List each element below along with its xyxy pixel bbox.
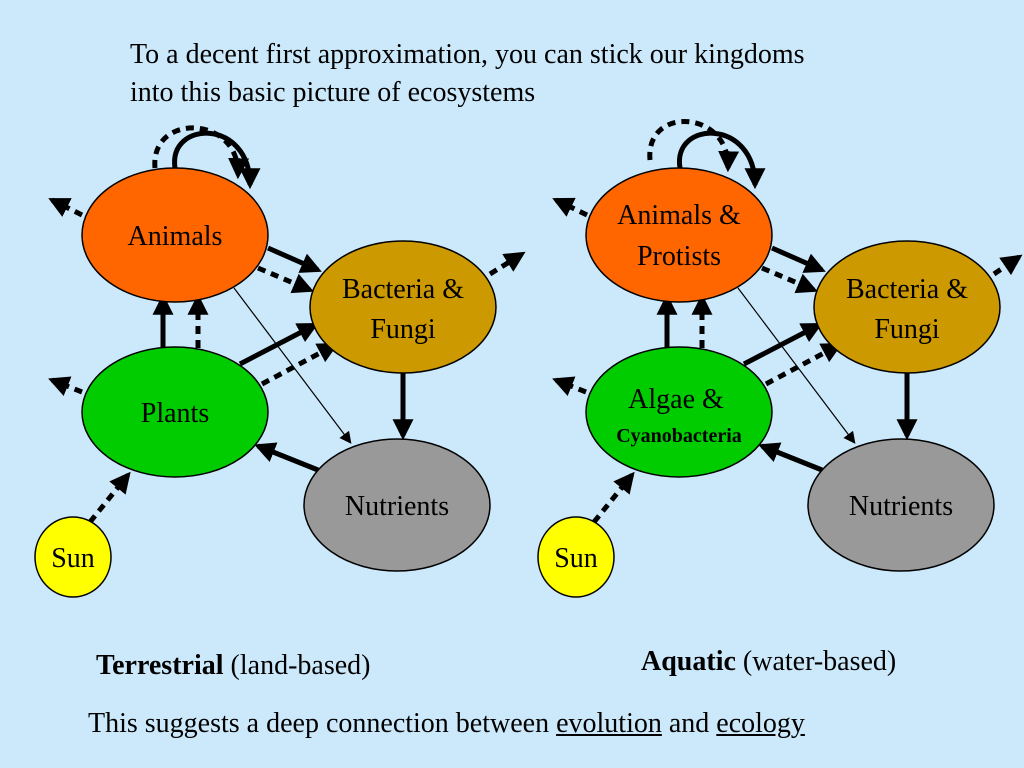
terrestrial-decomposer-label-line2: Fungi — [370, 314, 436, 345]
terrestrial-nutrients-node: Nutrients — [303, 438, 491, 572]
intro-text: To a decent first approximation, you can… — [130, 36, 990, 112]
terrestrial-animals-self-loop-dashed — [152, 125, 250, 180]
aquatic-sun-node: Sun — [537, 516, 615, 598]
terrestrial-arrows — [48, 125, 526, 524]
terrestrial-panel: Animals Bacteria & Fungi Plants Nutrient… — [34, 125, 526, 598]
footer-link-evolution[interactable]: evolution — [556, 708, 662, 739]
aquatic-algae-label-line1: Algae & — [628, 384, 724, 415]
aquatic-algae-node: Algae & Cyanobacteria — [585, 346, 773, 478]
terrestrial-animals-to-nutrients-thin — [233, 287, 352, 444]
terrestrial-plants-to-decomposer-dashed — [260, 342, 339, 387]
aquatic-algae-to-decomposer-dashed — [764, 342, 843, 387]
terrestrial-caption-bold: Terrestrial — [96, 650, 224, 681]
terrestrial-caption: Terrestrial (land-based) — [96, 650, 370, 682]
aquatic-nutrients-label: Nutrients — [849, 491, 953, 522]
aquatic-sun-to-algae — [592, 471, 635, 524]
aquatic-animals-label-line2: Protists — [637, 241, 721, 272]
aquatic-animals-heat-arrow — [552, 197, 589, 218]
aquatic-animals-to-nutrients-thin — [737, 287, 856, 444]
aquatic-panel: Animals & Protists Bacteria & Fungi Alga… — [537, 118, 1023, 598]
terrestrial-animals-to-decomposer-dashed — [257, 265, 314, 294]
terrestrial-sun-node: Sun — [34, 516, 112, 598]
terrestrial-nutrients-label: Nutrients — [345, 491, 449, 522]
terrestrial-animals-to-decomposer-solid — [266, 245, 322, 273]
aquatic-caption-bold: Aquatic — [641, 646, 736, 677]
terrestrial-plants-node: Plants — [81, 346, 269, 478]
aquatic-algae-label-line2: Cyanobacteria — [616, 425, 742, 447]
terrestrial-animals-label: Animals — [128, 221, 223, 252]
aquatic-arrows — [552, 118, 1023, 524]
aquatic-caption-rest: (water-based) — [735, 646, 897, 677]
terrestrial-animals-heat-arrow — [48, 197, 84, 218]
terrestrial-plants-label: Plants — [141, 398, 209, 429]
terrestrial-animals-node: Animals — [81, 167, 269, 303]
footer-text: This suggests a deep connection between … — [88, 708, 805, 740]
terrestrial-plants-heat-arrow — [48, 376, 83, 396]
footer-mid: and — [661, 708, 717, 739]
aquatic-animals-self-loop-dashed — [647, 118, 740, 173]
aquatic-nutrients-node: Nutrients — [807, 438, 995, 572]
aquatic-animals-to-decomposer-dashed — [761, 265, 818, 294]
terrestrial-nutrients-to-plants — [254, 442, 319, 473]
aquatic-animals-to-decomposer-solid — [770, 245, 826, 273]
footer-prefix: This suggests a deep connection between — [88, 708, 557, 739]
aquatic-decomposer-heat-arrow — [992, 254, 1023, 277]
aquatic-decomposer-label-line1: Bacteria & — [846, 274, 968, 305]
terrestrial-plants-to-decomposer-solid — [238, 322, 319, 367]
aquatic-nutrients-to-algae — [758, 442, 823, 473]
aquatic-algae-to-decomposer-solid — [742, 322, 823, 367]
terrestrial-decomposer-heat-arrow — [488, 251, 526, 277]
aquatic-caption: Aquatic (water-based) — [641, 646, 896, 678]
aquatic-decomposer-node: Bacteria & Fungi — [813, 240, 1001, 374]
terrestrial-sun-to-plants — [88, 471, 131, 524]
footer-link-ecology[interactable]: ecology — [716, 708, 805, 739]
aquatic-decomposer-label-line2: Fungi — [874, 314, 940, 345]
aquatic-animals-node: Animals & Protists — [585, 167, 773, 303]
terrestrial-decomposer-node: Bacteria & Fungi — [309, 240, 497, 374]
intro-line-2: into this basic picture of ecosystems — [130, 77, 536, 108]
aquatic-animals-self-loop-solid — [677, 130, 766, 190]
aquatic-algae-heat-arrow — [552, 376, 587, 396]
terrestrial-caption-rest: (land-based) — [223, 650, 371, 681]
intro-line-1: To a decent first approximation, you can… — [130, 39, 805, 70]
terrestrial-sun-label: Sun — [51, 543, 95, 574]
terrestrial-decomposer-label-line1: Bacteria & — [342, 274, 464, 305]
aquatic-animals-label-line1: Animals & — [617, 200, 741, 231]
aquatic-sun-label: Sun — [554, 543, 598, 574]
